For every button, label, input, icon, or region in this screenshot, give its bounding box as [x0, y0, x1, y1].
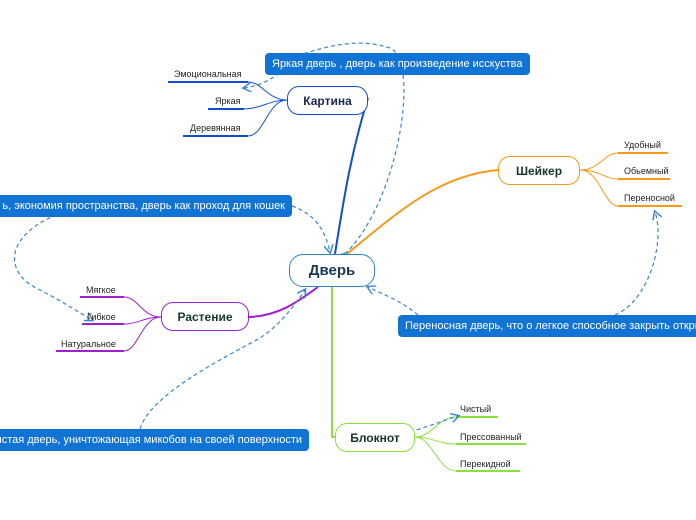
node-kartina-label: Картина	[303, 93, 352, 108]
leaf-perenosnoi[interactable]: Переносной	[624, 193, 675, 203]
note-kartina[interactable]: Яркая дверь , дверь как произведение исс…	[265, 53, 530, 75]
leaf-udobnyi[interactable]: Удобный	[624, 140, 661, 150]
link-sheiker	[346, 169, 499, 255]
note-rastenie-text: ь, экономия пространства, дверь как прох…	[2, 200, 285, 212]
leaf-derevyannaya[interactable]: Деревянная	[190, 123, 241, 133]
leaf-yarkaya[interactable]: Яркая	[215, 96, 241, 106]
node-sheiker[interactable]: Шейкер	[498, 156, 580, 185]
link-bloknot	[331, 287, 335, 438]
leaf-naturalnoe[interactable]: Натуральное	[61, 339, 116, 349]
leaf-perekidnoi[interactable]: Перекидной	[460, 459, 511, 469]
link-rastenie	[248, 286, 319, 318]
rastenie-leaf-links	[56, 296, 162, 352]
node-bloknot-label: Блокнот	[350, 430, 400, 445]
note-bloknot[interactable]: истая дверь, уничтожающая микобов на сво…	[0, 429, 309, 451]
leaf-obemnyi[interactable]: Обьемный	[624, 166, 669, 176]
note-sheiker[interactable]: Переносная дверь, что о легкое способное…	[398, 315, 696, 337]
note-kartina-text: Яркая дверь , дверь как произведение исс…	[272, 58, 523, 70]
note-rastenie[interactable]: ь, экономия пространства, дверь как прох…	[0, 195, 292, 217]
node-kartina[interactable]: Картина	[287, 86, 368, 115]
leaf-chistyi[interactable]: Чистый	[460, 404, 492, 414]
sheiker-leaf-links	[579, 152, 682, 207]
node-rastenie-label: Растение	[177, 309, 233, 324]
leaf-myagkoe[interactable]: Мягкое	[86, 285, 116, 295]
node-sheiker-label: Шейкер	[515, 163, 563, 178]
note-bloknot-text: истая дверь, уничтожающая микобов на сво…	[0, 434, 302, 446]
leaf-pressovannyi[interactable]: Прессованный	[460, 432, 522, 442]
leaf-emotsionalnaya[interactable]: Эмоциональная	[174, 69, 242, 79]
kartina-leaf-links	[168, 81, 288, 137]
center-label: Дверь	[308, 262, 356, 279]
note-sheiker-text: Переносная дверь, что о легкое способное…	[405, 320, 696, 332]
center-node-dver[interactable]: Дверь	[289, 254, 375, 287]
node-rastenie[interactable]: Растение	[161, 302, 249, 331]
link-kartina	[334, 97, 369, 255]
node-bloknot[interactable]: Блокнот	[335, 423, 415, 452]
leaf-gibkoe[interactable]: Гибкое	[87, 312, 116, 322]
